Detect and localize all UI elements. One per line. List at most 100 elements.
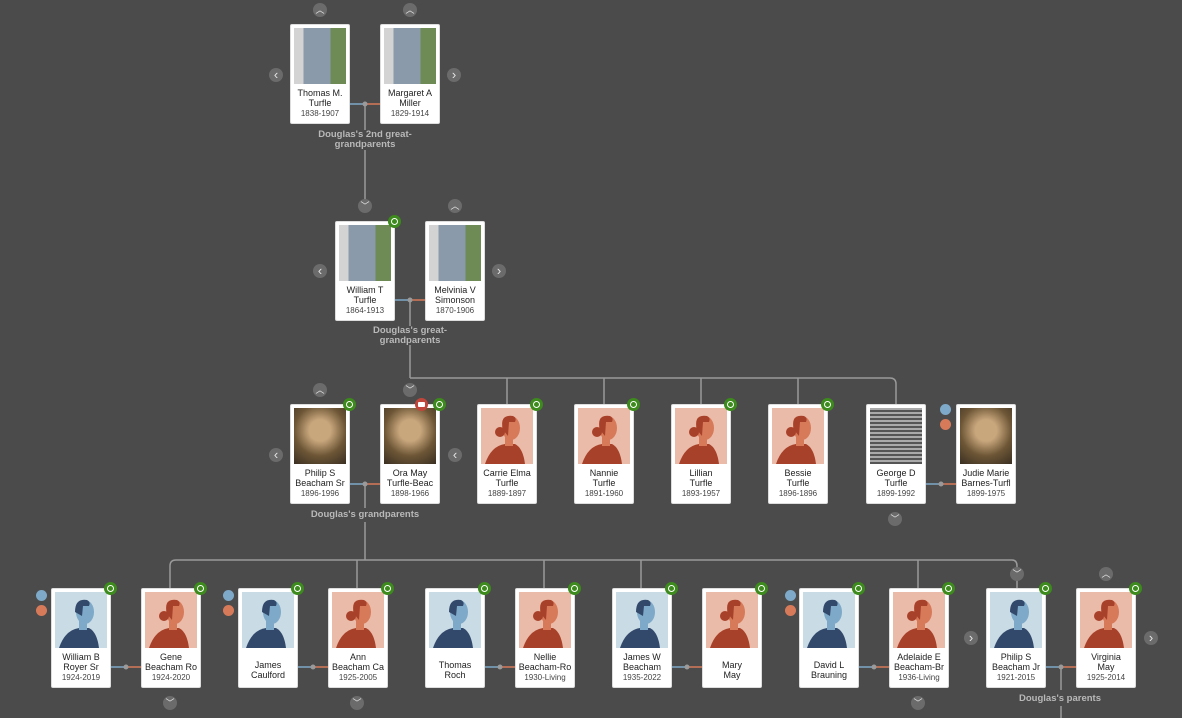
chevron-up-icon[interactable]: ︿ (448, 199, 462, 213)
chevron-down-icon[interactable]: ﹀ (911, 696, 925, 710)
male-silhouette-icon (429, 592, 481, 648)
chevron-down-icon[interactable]: ﹀ (350, 696, 364, 710)
person-dates: 1838-1907 (300, 109, 340, 118)
add-father-icon[interactable] (223, 590, 234, 601)
chevron-right-icon[interactable]: › (1144, 631, 1158, 645)
chevron-right-icon[interactable]: › (447, 68, 461, 82)
chevron-left-icon[interactable]: ‹ (313, 264, 327, 278)
add-father-icon[interactable] (785, 590, 796, 601)
union-dot (938, 481, 944, 487)
hint-leaf-icon[interactable] (755, 582, 768, 595)
add-mother-icon[interactable] (785, 605, 796, 616)
person-photo (339, 225, 391, 281)
person-dates: 1899-1992 (876, 489, 916, 498)
chevron-down-icon[interactable]: ﹀ (358, 199, 372, 213)
person-dates: 1891-1960 (584, 489, 624, 498)
record-icon[interactable] (415, 398, 428, 411)
hint-leaf-icon[interactable] (194, 582, 207, 595)
generation-label: Douglas's grandparents (310, 509, 420, 520)
generation-label: Douglas's parents (1019, 693, 1101, 704)
chevron-left-icon[interactable]: ‹ (448, 448, 462, 462)
union-dot (871, 664, 877, 670)
hint-leaf-icon[interactable] (343, 398, 356, 411)
chevron-left-icon[interactable]: ‹ (269, 68, 283, 82)
hint-leaf-icon[interactable] (821, 398, 834, 411)
hint-leaf-icon[interactable] (852, 582, 865, 595)
chevron-down-icon[interactable]: ﹀ (403, 383, 417, 397)
chevron-down-icon[interactable]: ﹀ (888, 512, 902, 526)
chevron-left-icon[interactable]: ‹ (269, 448, 283, 462)
person-dates: 1898-1966 (390, 489, 430, 498)
chevron-down-icon[interactable]: ﹀ (163, 696, 177, 710)
add-mother-icon[interactable] (223, 605, 234, 616)
hint-leaf-icon[interactable] (665, 582, 678, 595)
hint-leaf-icon[interactable] (530, 398, 543, 411)
hint-leaf-icon[interactable] (388, 215, 401, 228)
chevron-right-icon[interactable]: › (964, 631, 978, 645)
person-dates: 1870-1906 (435, 306, 475, 315)
add-father-icon[interactable] (36, 590, 47, 601)
hint-leaf-icon[interactable] (433, 398, 446, 411)
hint-leaf-icon[interactable] (381, 582, 394, 595)
chevron-up-icon[interactable]: ︿ (313, 3, 327, 17)
person-dates: 1896-1996 (300, 489, 340, 498)
person-photo (294, 408, 346, 464)
hint-leaf-icon[interactable] (627, 398, 640, 411)
hint-leaf-icon[interactable] (942, 582, 955, 595)
hint-leaf-icon[interactable] (568, 582, 581, 595)
person-dates: 1889-1897 (487, 489, 527, 498)
chevron-down-icon[interactable]: ﹀ (1010, 567, 1024, 581)
male-silhouette-icon (55, 592, 107, 648)
female-silhouette-icon (481, 408, 533, 464)
chevron-up-icon[interactable]: ︿ (313, 383, 327, 397)
person-dates: 1899-1975 (966, 489, 1006, 498)
chevron-up-icon[interactable]: ︿ (403, 3, 417, 17)
add-mother-icon[interactable] (940, 419, 951, 430)
hint-leaf-icon[interactable] (291, 582, 304, 595)
female-silhouette-icon (519, 592, 571, 648)
add-mother-icon[interactable] (36, 605, 47, 616)
hint-leaf-icon[interactable] (104, 582, 117, 595)
add-father-icon[interactable] (940, 404, 951, 415)
hint-leaf-icon[interactable] (724, 398, 737, 411)
chevron-right-icon[interactable]: › (492, 264, 506, 278)
person-photo (294, 28, 346, 84)
chevron-up-icon[interactable]: ︿ (1099, 567, 1113, 581)
hint-leaf-icon[interactable] (1039, 582, 1052, 595)
person-photo (870, 408, 922, 464)
hint-leaf-icon[interactable] (1129, 582, 1142, 595)
hint-leaf-icon[interactable] (478, 582, 491, 595)
person-dates: 1930-Living (524, 673, 566, 682)
